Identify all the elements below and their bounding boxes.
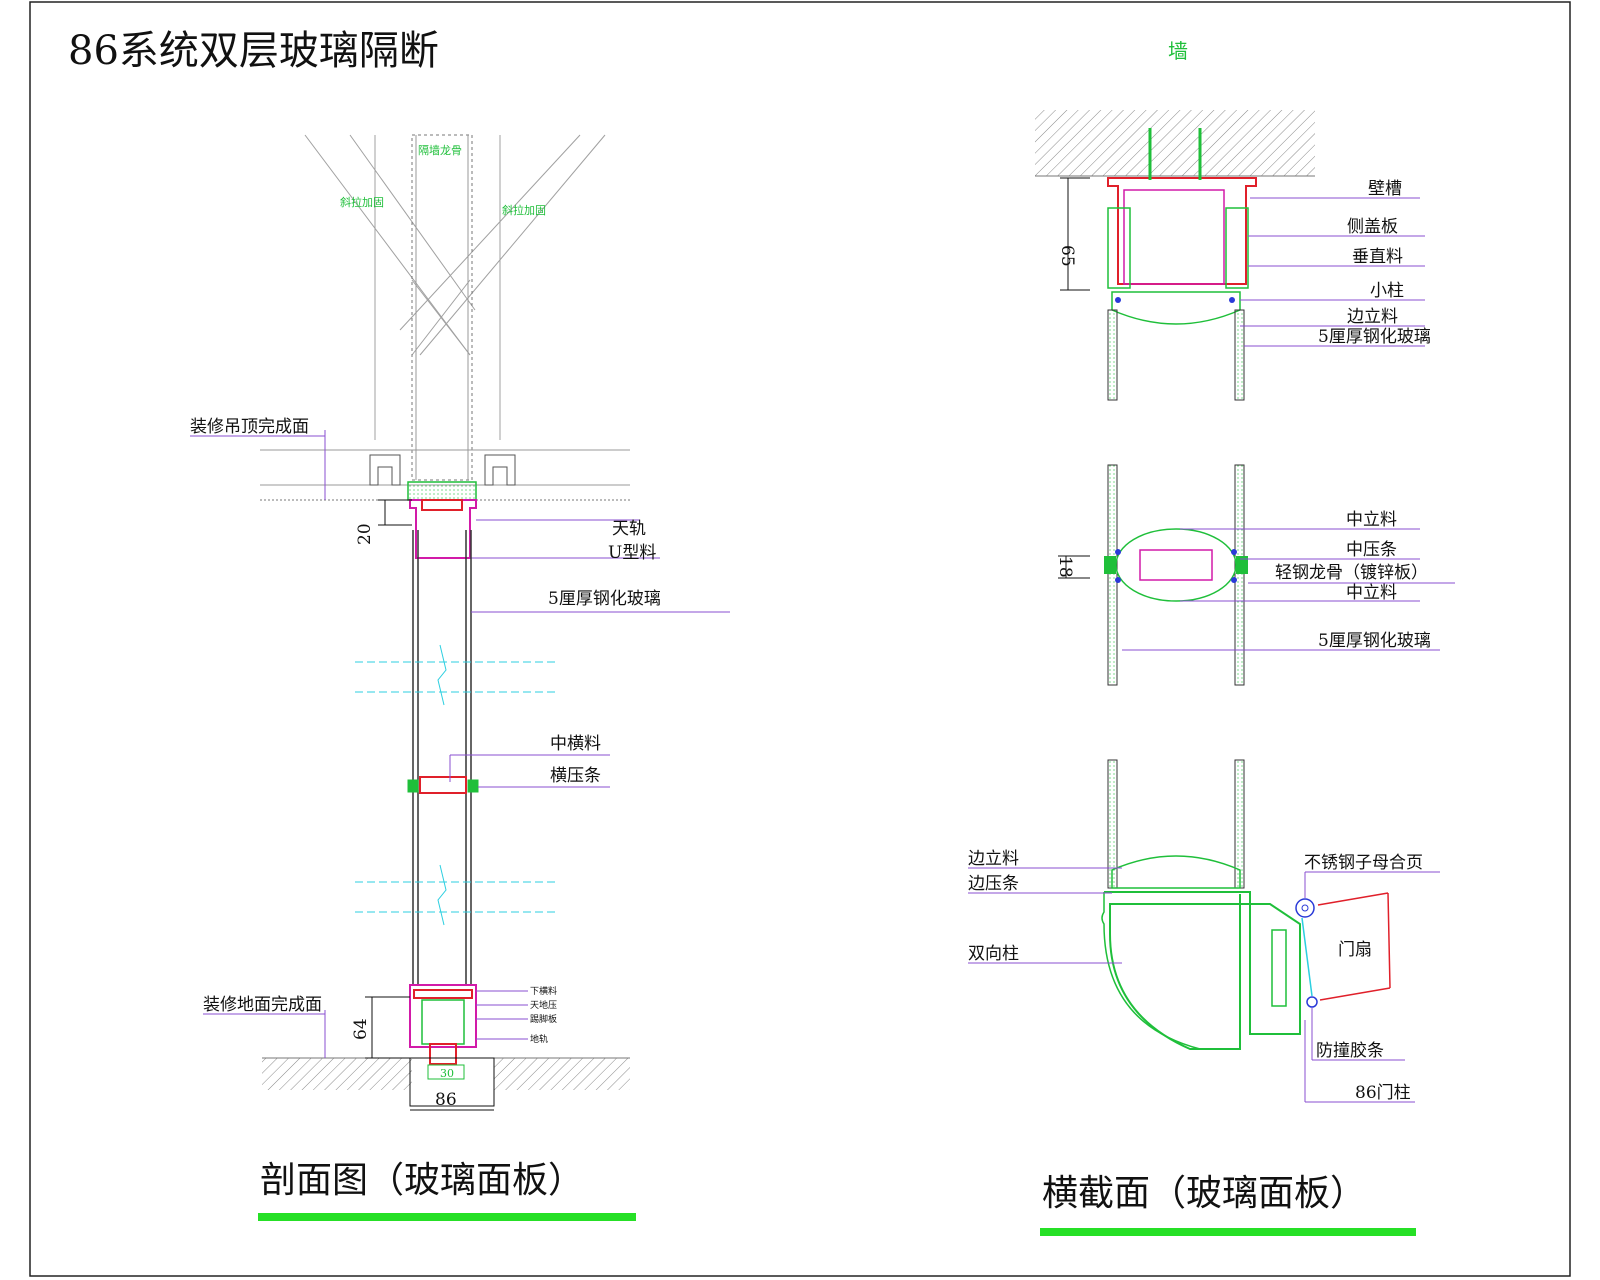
dim-18: 18 (1055, 556, 1075, 578)
h-press-strip-label: 横压条 (550, 766, 601, 786)
small-label-2: 天地压 (530, 999, 557, 1011)
section-title: 剖面图（玻璃面板） (260, 1160, 584, 1201)
top-track: 天轨 U型料 20 (355, 499, 660, 563)
section-title-underline (258, 1213, 636, 1221)
dim-86: 86 (435, 1090, 457, 1110)
small-post-label: 小柱 (1370, 281, 1404, 301)
bi-post-label: 双向柱 (968, 944, 1019, 964)
hinge-label: 不锈钢子母合页 (1304, 853, 1423, 873)
small-label-4: 地轨 (530, 1033, 548, 1045)
top-track-label: 天轨 (612, 519, 646, 539)
wall-label: 墙 (1168, 39, 1188, 63)
edge-mullion-top-label: 边立料 (1347, 307, 1398, 327)
brace-right-label: 斜拉加固 (502, 203, 546, 217)
edge-mullion-bottom-label: 边立料 (968, 849, 1019, 869)
plan-bottom-block: 边立料 边压条 双向柱 不锈钢子母合页 门扇 防撞胶条 86门柱 (968, 759, 1440, 1103)
plan-top-block: 65 壁槽 侧盖板 垂直料 小柱 边立料 5厘厚钢化玻璃 (1035, 110, 1431, 401)
mid-mullion-2-label: 中立料 (1346, 583, 1397, 603)
top-keel: 隔墙龙骨 斜拉加固 斜拉加固 (340, 134, 546, 481)
mid-press-label: 中压条 (1346, 540, 1397, 560)
dim-30: 30 (440, 1067, 454, 1080)
vertical-label: 垂直料 (1352, 247, 1403, 267)
ceiling-finish-label: 装修吊顶完成面 (190, 417, 309, 437)
dim-20: 20 (355, 523, 375, 545)
plan-title: 横截面（玻璃面板） (1042, 1173, 1366, 1214)
brace-lines (304, 134, 606, 440)
small-label-1: 下横料 (530, 985, 557, 997)
page-title: 86系统双层玻璃隔断 (68, 28, 439, 74)
glass-panes (412, 530, 472, 985)
break-lines (355, 661, 555, 913)
plan-view: 墙 65 (968, 39, 1455, 1236)
top-keel-label: 隔墙龙骨 (418, 143, 462, 157)
bumper-label: 防撞胶条 (1316, 1041, 1384, 1061)
glass-label: 5厘厚钢化玻璃 (548, 589, 661, 609)
plan-title-underline (1040, 1228, 1416, 1236)
small-label-3: 踢脚板 (530, 1013, 557, 1025)
brace-left-label: 斜拉加固 (340, 195, 384, 209)
bottom-base: 下横料 天地压 踢脚板 地轨 (409, 984, 557, 1065)
plan-mid-block: 18 中立料 中压条 轻钢龙骨（镀锌板） 中立料 5厘厚钢化玻璃 (1055, 464, 1455, 686)
door-leaf-label: 门扇 (1338, 940, 1372, 960)
sheet-border (29, 1, 1571, 1277)
floor-layer: 装修地面完成面 64 30 86 (203, 995, 630, 1111)
side-cover-label: 侧盖板 (1347, 217, 1398, 237)
floor-finish-label: 装修地面完成面 (203, 995, 322, 1015)
wall-slot-label: 壁槽 (1368, 179, 1402, 199)
mid-transom-label: 中横料 (550, 734, 601, 754)
mid-transom: 中横料 横压条 (407, 734, 610, 794)
glass-mid-label: 5厘厚钢化玻璃 (1318, 631, 1431, 651)
edge-press-label: 边压条 (968, 874, 1019, 894)
dim-64: 64 (351, 1018, 371, 1040)
u-profile-label: U型料 (608, 543, 656, 563)
section-view: 隔墙龙骨 斜拉加固 斜拉加固 装修吊顶完成面 天轨 U型料 (190, 134, 730, 1221)
steel-keel-label: 轻钢龙骨（镀锌板） (1275, 563, 1428, 583)
glass-top-label: 5厘厚钢化玻璃 (1318, 327, 1431, 347)
door-post-label: 86门柱 (1355, 1083, 1411, 1103)
ceiling-layer: 装修吊顶完成面 (190, 417, 630, 501)
dim-65: 65 (1057, 245, 1077, 267)
mid-mullion-1-label: 中立料 (1346, 510, 1397, 530)
